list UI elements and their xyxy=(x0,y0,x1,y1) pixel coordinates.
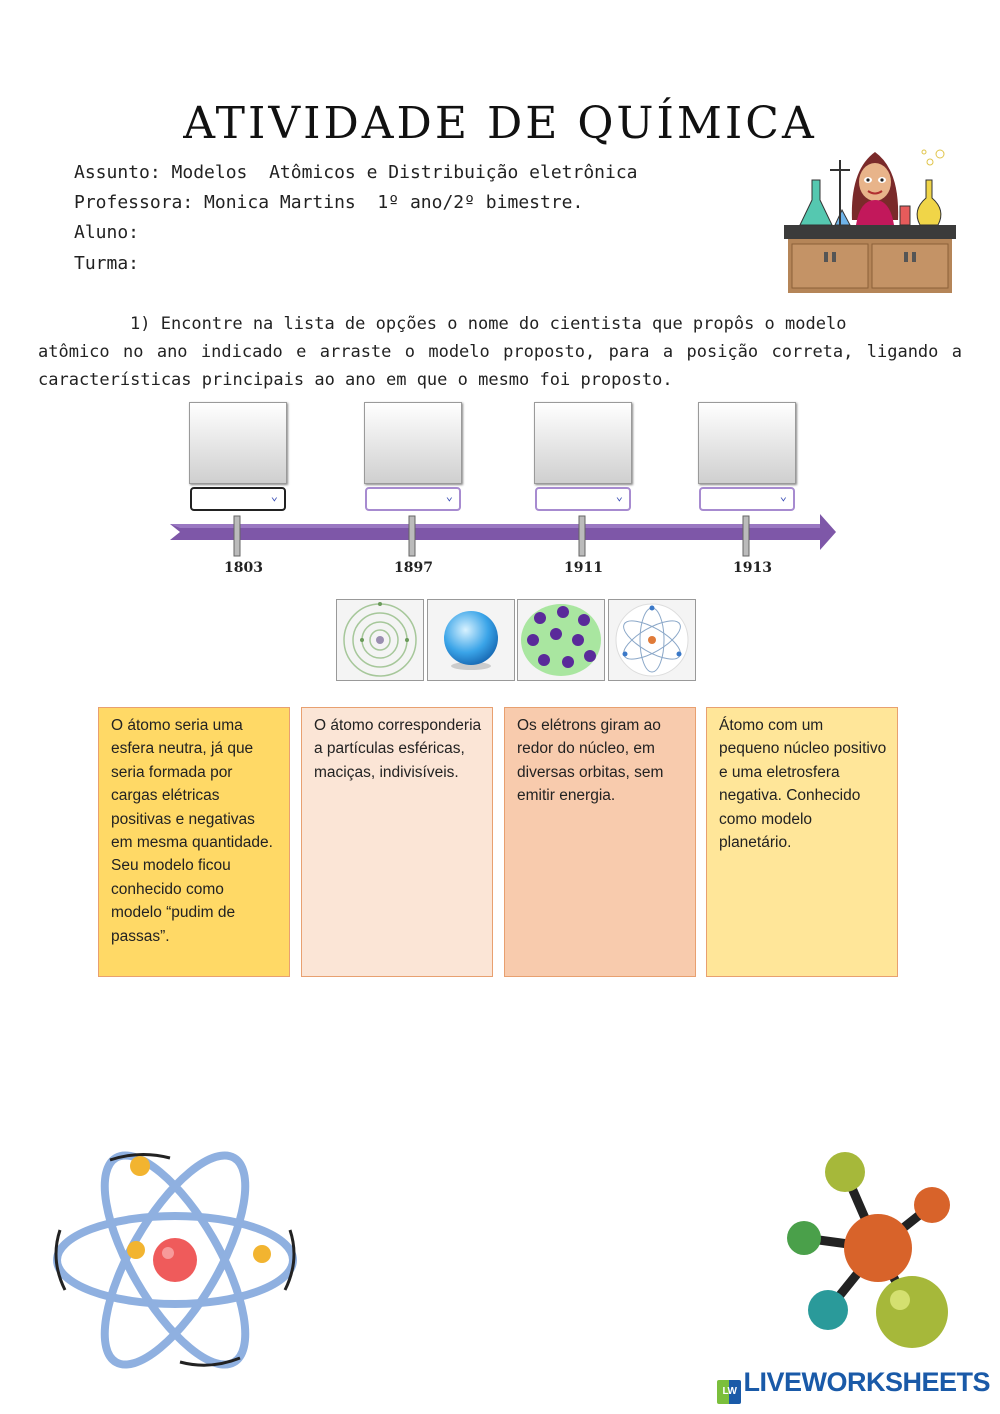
year-label: 1911 xyxy=(564,560,603,576)
drop-slot-1913[interactable] xyxy=(698,402,796,484)
question-continuation: atômico no ano indicado e arraste o mode… xyxy=(38,342,962,390)
drop-slot-1897[interactable] xyxy=(364,402,462,484)
year-label: 1913 xyxy=(733,560,772,576)
question-text: 1) Encontre na lista de opções o nome do… xyxy=(38,310,962,394)
teacher-line: Professora: Monica Martins 1º ano/2º bim… xyxy=(74,192,584,213)
timeline-arrow xyxy=(170,514,836,557)
logo-text: LIVEWORKSHEETS xyxy=(743,1367,990,1397)
scientist-select-1803[interactable]: ⌄ xyxy=(190,487,286,511)
description-card-thomson: O átomo seria uma esfera neutra, já que … xyxy=(98,707,290,977)
chevron-down-icon: ⌄ xyxy=(445,489,453,503)
description-card-rutherford: Átomo com um pequeno núcleo positivo e u… xyxy=(706,707,898,977)
drop-slot-1803[interactable] xyxy=(189,402,287,484)
logo-badge: LW xyxy=(717,1380,742,1404)
question-first-line: 1) Encontre na lista de opções o nome do… xyxy=(130,314,847,334)
thomson-pudding-option[interactable] xyxy=(517,599,605,681)
bohr-model-icon xyxy=(343,602,417,677)
atom-illustration xyxy=(53,1151,297,1369)
scientist-select-1897[interactable]: ⌄ xyxy=(365,487,461,511)
chemist-lab-illustration xyxy=(784,149,956,293)
description-card-bohr: Os elétrons giram ao redor do núcleo, em… xyxy=(504,707,696,977)
sphere-icon xyxy=(444,611,498,670)
year-label: 1803 xyxy=(224,560,263,576)
student-line: Aluno: xyxy=(74,222,140,243)
description-card-dalton: O átomo corresponderia a partículas esfé… xyxy=(301,707,493,977)
subject-line: Assunto: Modelos Atômicos e Distribuição… xyxy=(74,162,638,183)
drop-slot-1911[interactable] xyxy=(534,402,632,484)
chevron-down-icon: ⌄ xyxy=(779,489,787,503)
scientist-select-1911[interactable]: ⌄ xyxy=(535,487,631,511)
rutherford-model-option[interactable] xyxy=(608,599,696,681)
scientist-select-1913[interactable]: ⌄ xyxy=(699,487,795,511)
chevron-down-icon: ⌄ xyxy=(270,489,278,503)
bohr-model-option[interactable] xyxy=(336,599,424,681)
year-label: 1897 xyxy=(394,560,433,576)
plum-pudding-icon xyxy=(521,604,601,676)
dalton-sphere-option[interactable] xyxy=(427,599,515,681)
chevron-down-icon: ⌄ xyxy=(615,489,623,503)
molecule-illustration xyxy=(787,1152,950,1348)
page-title: ATIVIDADE DE QUÍMICA xyxy=(183,98,817,149)
rutherford-model-icon xyxy=(615,603,689,677)
class-line: Turma: xyxy=(74,253,140,274)
